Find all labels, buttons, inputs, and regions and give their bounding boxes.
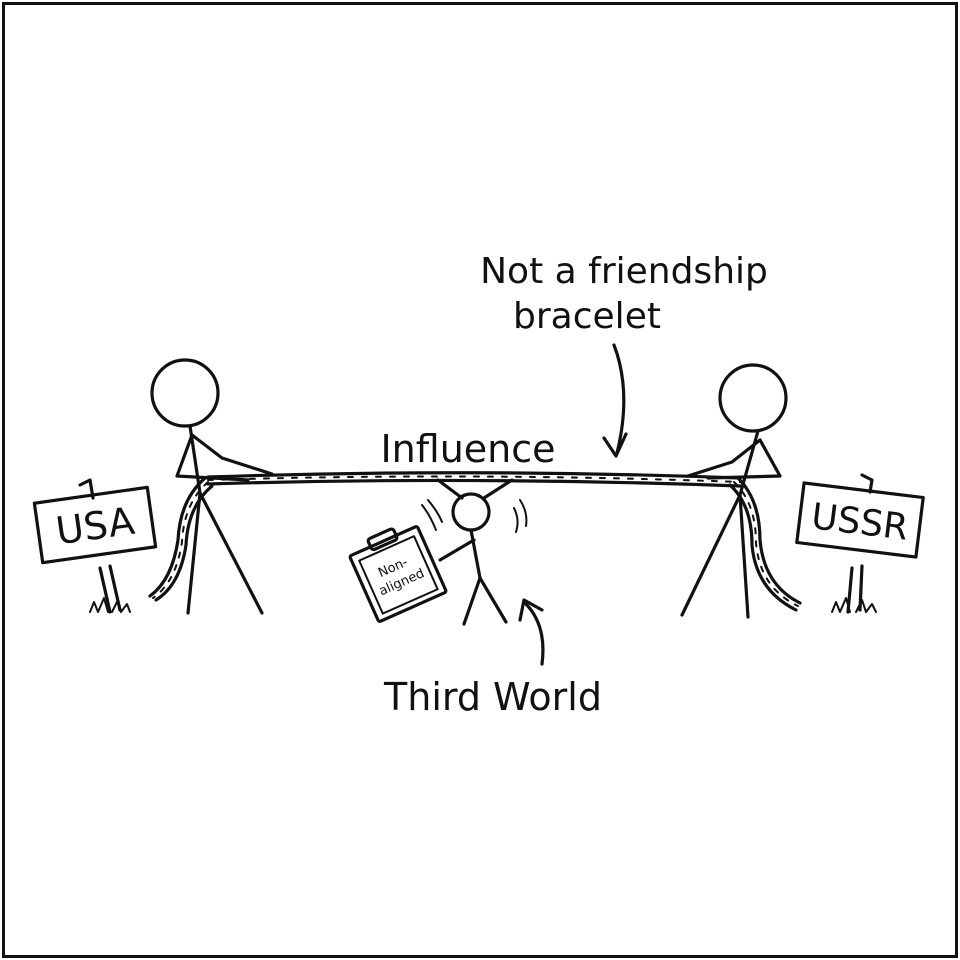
ussr-sign-board: [795, 481, 925, 559]
right-figure-arm-upper: [686, 438, 762, 478]
bracelet-arrow: [612, 343, 626, 455]
strain-marks-left: [421, 499, 443, 531]
ussr-sign-grass: [831, 597, 877, 613]
ussr-sign-label: USSR: [809, 496, 910, 549]
small-stick-figure: [421, 478, 528, 626]
left-figure-arm-lower: [175, 433, 250, 482]
left-figure-arm-upper: [190, 433, 274, 476]
left-figure-leg: [198, 491, 264, 615]
left-figure-head: [150, 358, 220, 428]
usa-sign-board: [32, 485, 158, 565]
bracelet-arrow-head: [602, 432, 628, 458]
left-stick-figure: [150, 358, 274, 615]
bracelet-caption-line1: Not a friendship: [480, 251, 768, 292]
strain-marks-right: [513, 499, 528, 533]
right-figure-head: [718, 363, 788, 433]
ussr-sign: USSR: [795, 473, 925, 614]
usa-sign: USA: [32, 478, 158, 614]
small-figure-arms-up: [436, 478, 514, 500]
influence-label: Influence: [380, 427, 555, 471]
small-figure-arm-clipboard: [438, 538, 476, 562]
clipboard: Non- aligned: [348, 525, 448, 623]
usa-sign-label: USA: [53, 499, 137, 554]
bracelet-caption-line2: bracelet: [513, 296, 661, 337]
right-figure-leg: [680, 493, 742, 617]
right-figure-arm-lower: [706, 438, 782, 480]
rope: [148, 471, 802, 612]
small-figure-body: [469, 528, 482, 580]
clipboard-clip: [366, 527, 399, 552]
usa-sign-grass: [89, 597, 131, 613]
third-world-arrow: [524, 602, 545, 666]
small-figure-legs: [462, 576, 508, 626]
right-stick-figure: [680, 363, 788, 619]
third-world-label: Third World: [383, 675, 602, 719]
third-world-arrow-head: [518, 598, 544, 622]
